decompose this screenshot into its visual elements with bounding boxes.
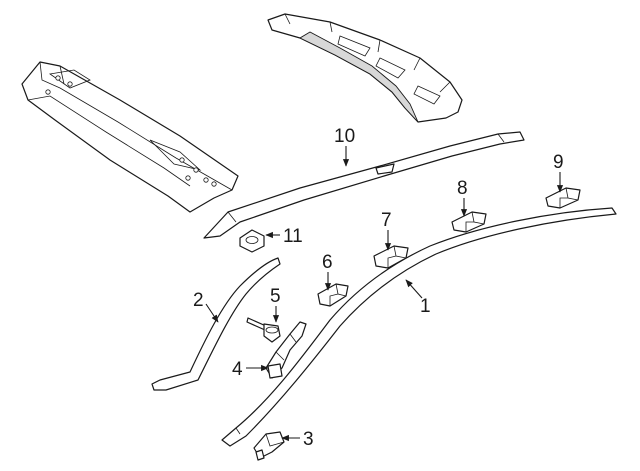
front-roof-header [21, 61, 239, 213]
callout-10: 10 [334, 126, 355, 147]
callout-7: 7 [381, 210, 392, 231]
callout-labels: 1 2 3 4 5 6 7 8 9 10 11 [193, 126, 564, 450]
nut [239, 229, 265, 253]
roof-molding-main [221, 207, 617, 447]
end-clip [253, 431, 285, 461]
roof-rail-upper [203, 131, 525, 239]
side-molding [151, 257, 281, 391]
clip-9 [545, 187, 581, 209]
clip-6 [317, 283, 349, 307]
callout-leaders [205, 146, 564, 442]
bolt [246, 317, 281, 343]
rear-roof-header [267, 13, 463, 123]
callout-8: 8 [457, 178, 468, 199]
clip-8 [451, 211, 487, 233]
leader-2 [205, 303, 219, 323]
callout-2: 2 [193, 290, 204, 311]
callout-5: 5 [270, 286, 281, 307]
callout-4: 4 [232, 359, 243, 380]
callout-3: 3 [303, 429, 314, 450]
callout-1: 1 [420, 296, 431, 317]
leader-1 [405, 279, 423, 299]
clip-7 [373, 245, 409, 269]
callout-6: 6 [322, 252, 333, 273]
callout-11: 11 [283, 226, 303, 247]
callout-9: 9 [553, 152, 564, 173]
bracket [265, 321, 307, 379]
